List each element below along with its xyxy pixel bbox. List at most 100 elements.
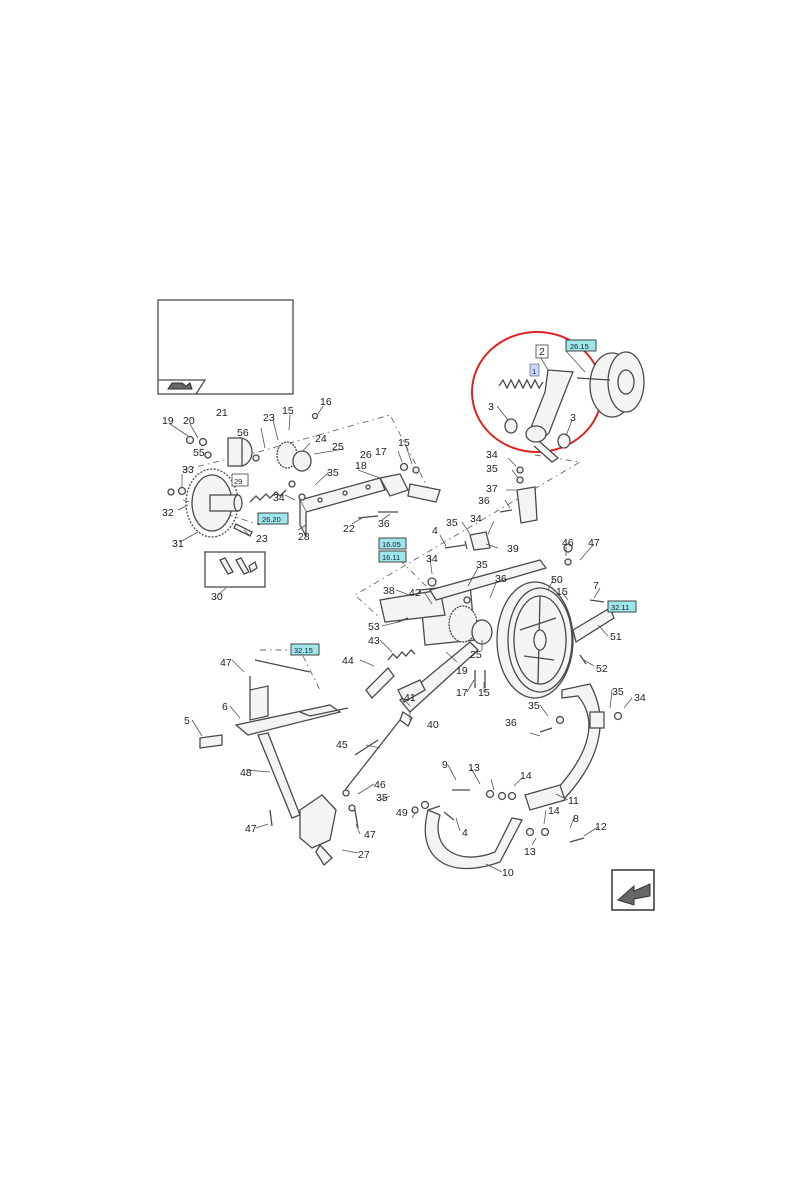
callout-34: 34 <box>486 449 498 461</box>
next-page-arrow-icon[interactable] <box>611 869 655 911</box>
callout-26: 26 <box>360 449 372 461</box>
callout-20: 20 <box>183 415 195 427</box>
callout-47: 47 <box>245 823 257 835</box>
spring-43 <box>254 617 416 699</box>
callout-13: 13 <box>524 846 536 858</box>
boxed-number-29: 29 <box>231 473 249 487</box>
legend-box <box>157 299 294 395</box>
callout-38: 38 <box>383 585 395 597</box>
highlighted-number-1: 1 <box>529 363 540 377</box>
callout-19: 19 <box>162 415 174 427</box>
callout-17: 17 <box>456 687 468 699</box>
callout-55: 55 <box>193 447 205 459</box>
callout-35: 35 <box>476 559 488 571</box>
callout-35: 35 <box>486 463 498 475</box>
callout-24: 24 <box>315 433 327 445</box>
callout-44: 44 <box>342 655 354 667</box>
boxed-number-2: 2 <box>535 344 549 359</box>
spring-part-1 <box>498 378 544 390</box>
fasteners <box>288 412 623 843</box>
callout-40: 40 <box>427 719 439 731</box>
callout-14: 14 <box>520 770 532 782</box>
belt-guide-10 <box>424 805 523 870</box>
callout-53: 53 <box>368 621 380 633</box>
callout-22: 22 <box>343 523 355 535</box>
tensioner-bar-28 <box>299 473 441 537</box>
callout-34: 34 <box>470 513 482 525</box>
callout-25: 25 <box>332 441 344 453</box>
assembly-centerlines <box>182 414 582 691</box>
callout-21: 21 <box>216 407 228 419</box>
callout-36: 36 <box>378 518 390 530</box>
callout-6: 6 <box>222 701 228 713</box>
callout-34: 34 <box>426 553 438 565</box>
belt-pulley-50 <box>496 581 615 699</box>
callout-11: 11 <box>568 795 579 807</box>
callout-56: 56 <box>237 427 249 439</box>
chain-link-kit <box>204 551 266 588</box>
hub-assembly <box>167 435 312 496</box>
callout-10: 10 <box>502 867 514 879</box>
callout-9: 9 <box>442 759 448 771</box>
callout-3: 3 <box>488 401 494 413</box>
callout-46: 46 <box>562 537 574 549</box>
callout-31: 31 <box>172 538 184 550</box>
idler-pulley <box>576 351 645 418</box>
callout-42: 42 <box>409 587 421 599</box>
reference-16-11[interactable]: 16.11 <box>378 550 407 563</box>
callout-48: 48 <box>240 767 252 779</box>
callout-5: 5 <box>184 715 190 727</box>
highlighted-spring-assembly <box>471 331 603 463</box>
callout-34: 34 <box>634 692 646 704</box>
callout-36: 36 <box>478 495 490 507</box>
svg-text:1: 1 <box>532 367 536 376</box>
callout-28: 28 <box>298 531 310 543</box>
callout-41: 41 <box>404 692 416 704</box>
callout-16: 16 <box>320 396 332 408</box>
callout-4: 4 <box>432 525 438 537</box>
reference-16-05[interactable]: 16.05 <box>378 537 407 550</box>
callout-35: 35 <box>376 792 388 804</box>
callout-15: 15 <box>398 437 410 449</box>
callout-43: 43 <box>368 635 380 647</box>
callout-17: 17 <box>375 446 387 458</box>
callout-47: 47 <box>220 657 232 669</box>
callout-15: 15 <box>478 687 490 699</box>
svg-text:29: 29 <box>234 477 242 486</box>
svg-text:16.05: 16.05 <box>382 540 401 549</box>
callout-15: 15 <box>282 405 294 417</box>
callout-50: 50 <box>551 574 563 586</box>
svg-text:16.11: 16.11 <box>382 553 400 562</box>
callout-34: 34 <box>273 492 285 504</box>
main-arm-assembly <box>379 559 548 727</box>
callout-25: 25 <box>470 649 482 661</box>
callout-13: 13 <box>468 762 480 774</box>
callout-45: 45 <box>336 739 348 751</box>
callout-3: 3 <box>570 412 576 424</box>
reference-32-11[interactable]: 32.11 <box>607 600 637 613</box>
svg-text:26.15: 26.15 <box>570 342 589 351</box>
reference-26-15[interactable]: 26.15 <box>565 339 597 352</box>
bracket-11 <box>524 683 605 811</box>
callout-4: 4 <box>462 827 468 839</box>
callout-12: 12 <box>595 821 607 833</box>
callout-33: 33 <box>182 464 194 476</box>
callout-23: 23 <box>263 412 275 424</box>
callout-30: 30 <box>211 591 223 603</box>
callout-51: 51 <box>610 631 622 643</box>
reference-26-20[interactable]: 26.20 <box>257 512 289 525</box>
callout-18: 18 <box>355 460 367 472</box>
svg-text:26.20: 26.20 <box>262 515 281 524</box>
callout-52: 52 <box>596 663 608 675</box>
washer-3a <box>504 418 518 434</box>
callout-35: 35 <box>327 467 339 479</box>
callout-36: 36 <box>495 573 507 585</box>
callout-numbers: 3 3 16 15 19 20 21 23 24 55 56 25 17 15 … <box>162 396 646 879</box>
callout-37: 37 <box>486 483 498 495</box>
callout-36: 36 <box>505 717 517 729</box>
svg-text:2: 2 <box>539 346 545 358</box>
rod-45 <box>342 719 401 797</box>
callout-47: 47 <box>364 829 376 841</box>
reference-32-15[interactable]: 32.15 <box>290 643 320 656</box>
